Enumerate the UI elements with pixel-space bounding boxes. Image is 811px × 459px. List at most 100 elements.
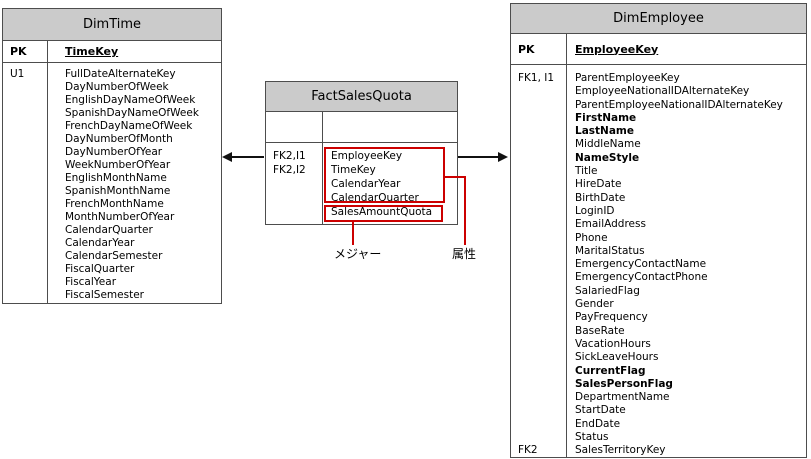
table-row: FiscalSemester	[3, 289, 221, 302]
table-row: MaritalStatus	[511, 245, 806, 258]
table-row: EmployeeNationalIDAlternateKey	[511, 85, 806, 98]
column-name: FullDateAlternateKey	[65, 68, 176, 80]
key-label	[266, 191, 322, 205]
key-label	[511, 351, 566, 364]
table-row: CalendarYear	[266, 177, 457, 191]
key-label: FK2,I2	[273, 164, 306, 176]
column-name: Status	[575, 431, 609, 444]
table-row: SalariedFlag	[511, 285, 806, 298]
column-name: SalesPersonFlag	[575, 377, 673, 390]
key-label	[511, 298, 566, 311]
key-label	[3, 159, 47, 172]
table-row: FiscalQuarter	[3, 263, 221, 276]
column-name: FiscalQuarter	[65, 263, 135, 275]
column-name: FiscalSemester	[65, 289, 144, 301]
column-name: CalendarYear	[331, 178, 401, 190]
key-label	[3, 120, 47, 133]
table-row: DayNumberOfWeek	[3, 81, 221, 94]
column-name: VacationHours	[575, 337, 651, 350]
key-label	[511, 258, 566, 271]
table-row: SalesAmountQuota	[266, 205, 457, 219]
table-row: U1 FullDateAlternateKey	[3, 68, 221, 81]
column-name: CurrentFlag	[575, 364, 646, 377]
column-name: SalesTerritoryKey	[575, 444, 666, 457]
measure-callout-label: メジャー	[334, 247, 382, 261]
key-label	[266, 205, 322, 219]
column-name: EnglishDayNameOfWeek	[65, 94, 196, 106]
column-name: Title	[575, 165, 598, 178]
key-label	[3, 289, 47, 302]
table-row: DayNumberOfMonth	[3, 133, 221, 146]
key-label	[511, 285, 566, 298]
table-row: LoginID	[511, 205, 806, 218]
column-name: LoginID	[575, 204, 615, 217]
column-name: FirstName	[575, 111, 637, 124]
pk-label: PK	[518, 42, 535, 56]
key-label	[511, 178, 566, 191]
column-name: BirthDate	[575, 191, 626, 204]
column-name: MonthNumberOfYear	[65, 211, 175, 223]
column-name: DayNumberOfMonth	[65, 133, 173, 145]
column-name: EndDate	[575, 417, 621, 430]
table-row: SpanishMonthName	[3, 185, 221, 198]
key-label: FK2,I1	[273, 150, 306, 162]
column-name: SpanishDayNameOfWeek	[65, 107, 199, 119]
column-name: EnglishMonthName	[65, 172, 167, 184]
key-column-divider	[322, 111, 323, 224]
table-row: SpanishDayNameOfWeek	[3, 107, 221, 120]
key-label	[3, 94, 47, 107]
table-row: CalendarSemester	[3, 250, 221, 263]
column-name: Gender	[575, 298, 614, 311]
column-name: CalendarQuarter	[65, 224, 153, 236]
column-name: TimeKey	[331, 164, 376, 176]
key-label	[511, 271, 566, 284]
table-row: Phone	[511, 232, 806, 245]
table-row: DepartmentName	[511, 391, 806, 404]
key-label	[511, 404, 566, 417]
key-label	[3, 276, 47, 289]
key-label	[511, 138, 566, 151]
column-name: HireDate	[575, 178, 622, 191]
key-label	[511, 311, 566, 324]
table-row: MonthNumberOfYear	[3, 211, 221, 224]
column-name: ParentEmployeeNationalIDAlternateKey	[575, 98, 783, 111]
key-label	[3, 211, 47, 224]
column-name: SalariedFlag	[575, 284, 640, 297]
key-label	[3, 185, 47, 198]
table-row: LastName	[511, 125, 806, 138]
key-label	[3, 237, 47, 250]
column-name: Phone	[575, 231, 608, 244]
measure-callout-line	[352, 221, 354, 245]
column-name: DepartmentName	[575, 391, 670, 404]
key-label	[511, 152, 566, 165]
table-row: BirthDate	[511, 192, 806, 205]
key-label	[511, 365, 566, 378]
column-name: SalesAmountQuota	[331, 206, 433, 218]
column-name: LastName	[575, 125, 634, 138]
column-name: FrenchDayNameOfWeek	[65, 120, 193, 132]
column-name: ParentEmployeeKey	[575, 72, 680, 84]
column-name: FrenchMonthName	[65, 198, 164, 210]
table-row: EmailAddress	[511, 218, 806, 231]
table-title: FactSalesQuota	[266, 82, 457, 112]
column-name: EmailAddress	[575, 218, 646, 231]
key-label	[3, 133, 47, 146]
column-name: SpanishMonthName	[65, 185, 171, 197]
primary-key-row-empty	[266, 112, 457, 143]
key-label	[511, 391, 566, 404]
key-label	[3, 224, 47, 237]
column-name: CalendarYear	[65, 237, 135, 249]
key-label	[511, 205, 566, 218]
key-label: U1	[10, 68, 25, 80]
table-row: Title	[511, 165, 806, 178]
key-label	[511, 378, 566, 391]
key-label	[3, 107, 47, 120]
key-label	[3, 146, 47, 159]
key-label	[3, 250, 47, 263]
key-label	[266, 177, 322, 191]
table-row: StartDate	[511, 404, 806, 417]
table-row: SickLeaveHours	[511, 351, 806, 364]
